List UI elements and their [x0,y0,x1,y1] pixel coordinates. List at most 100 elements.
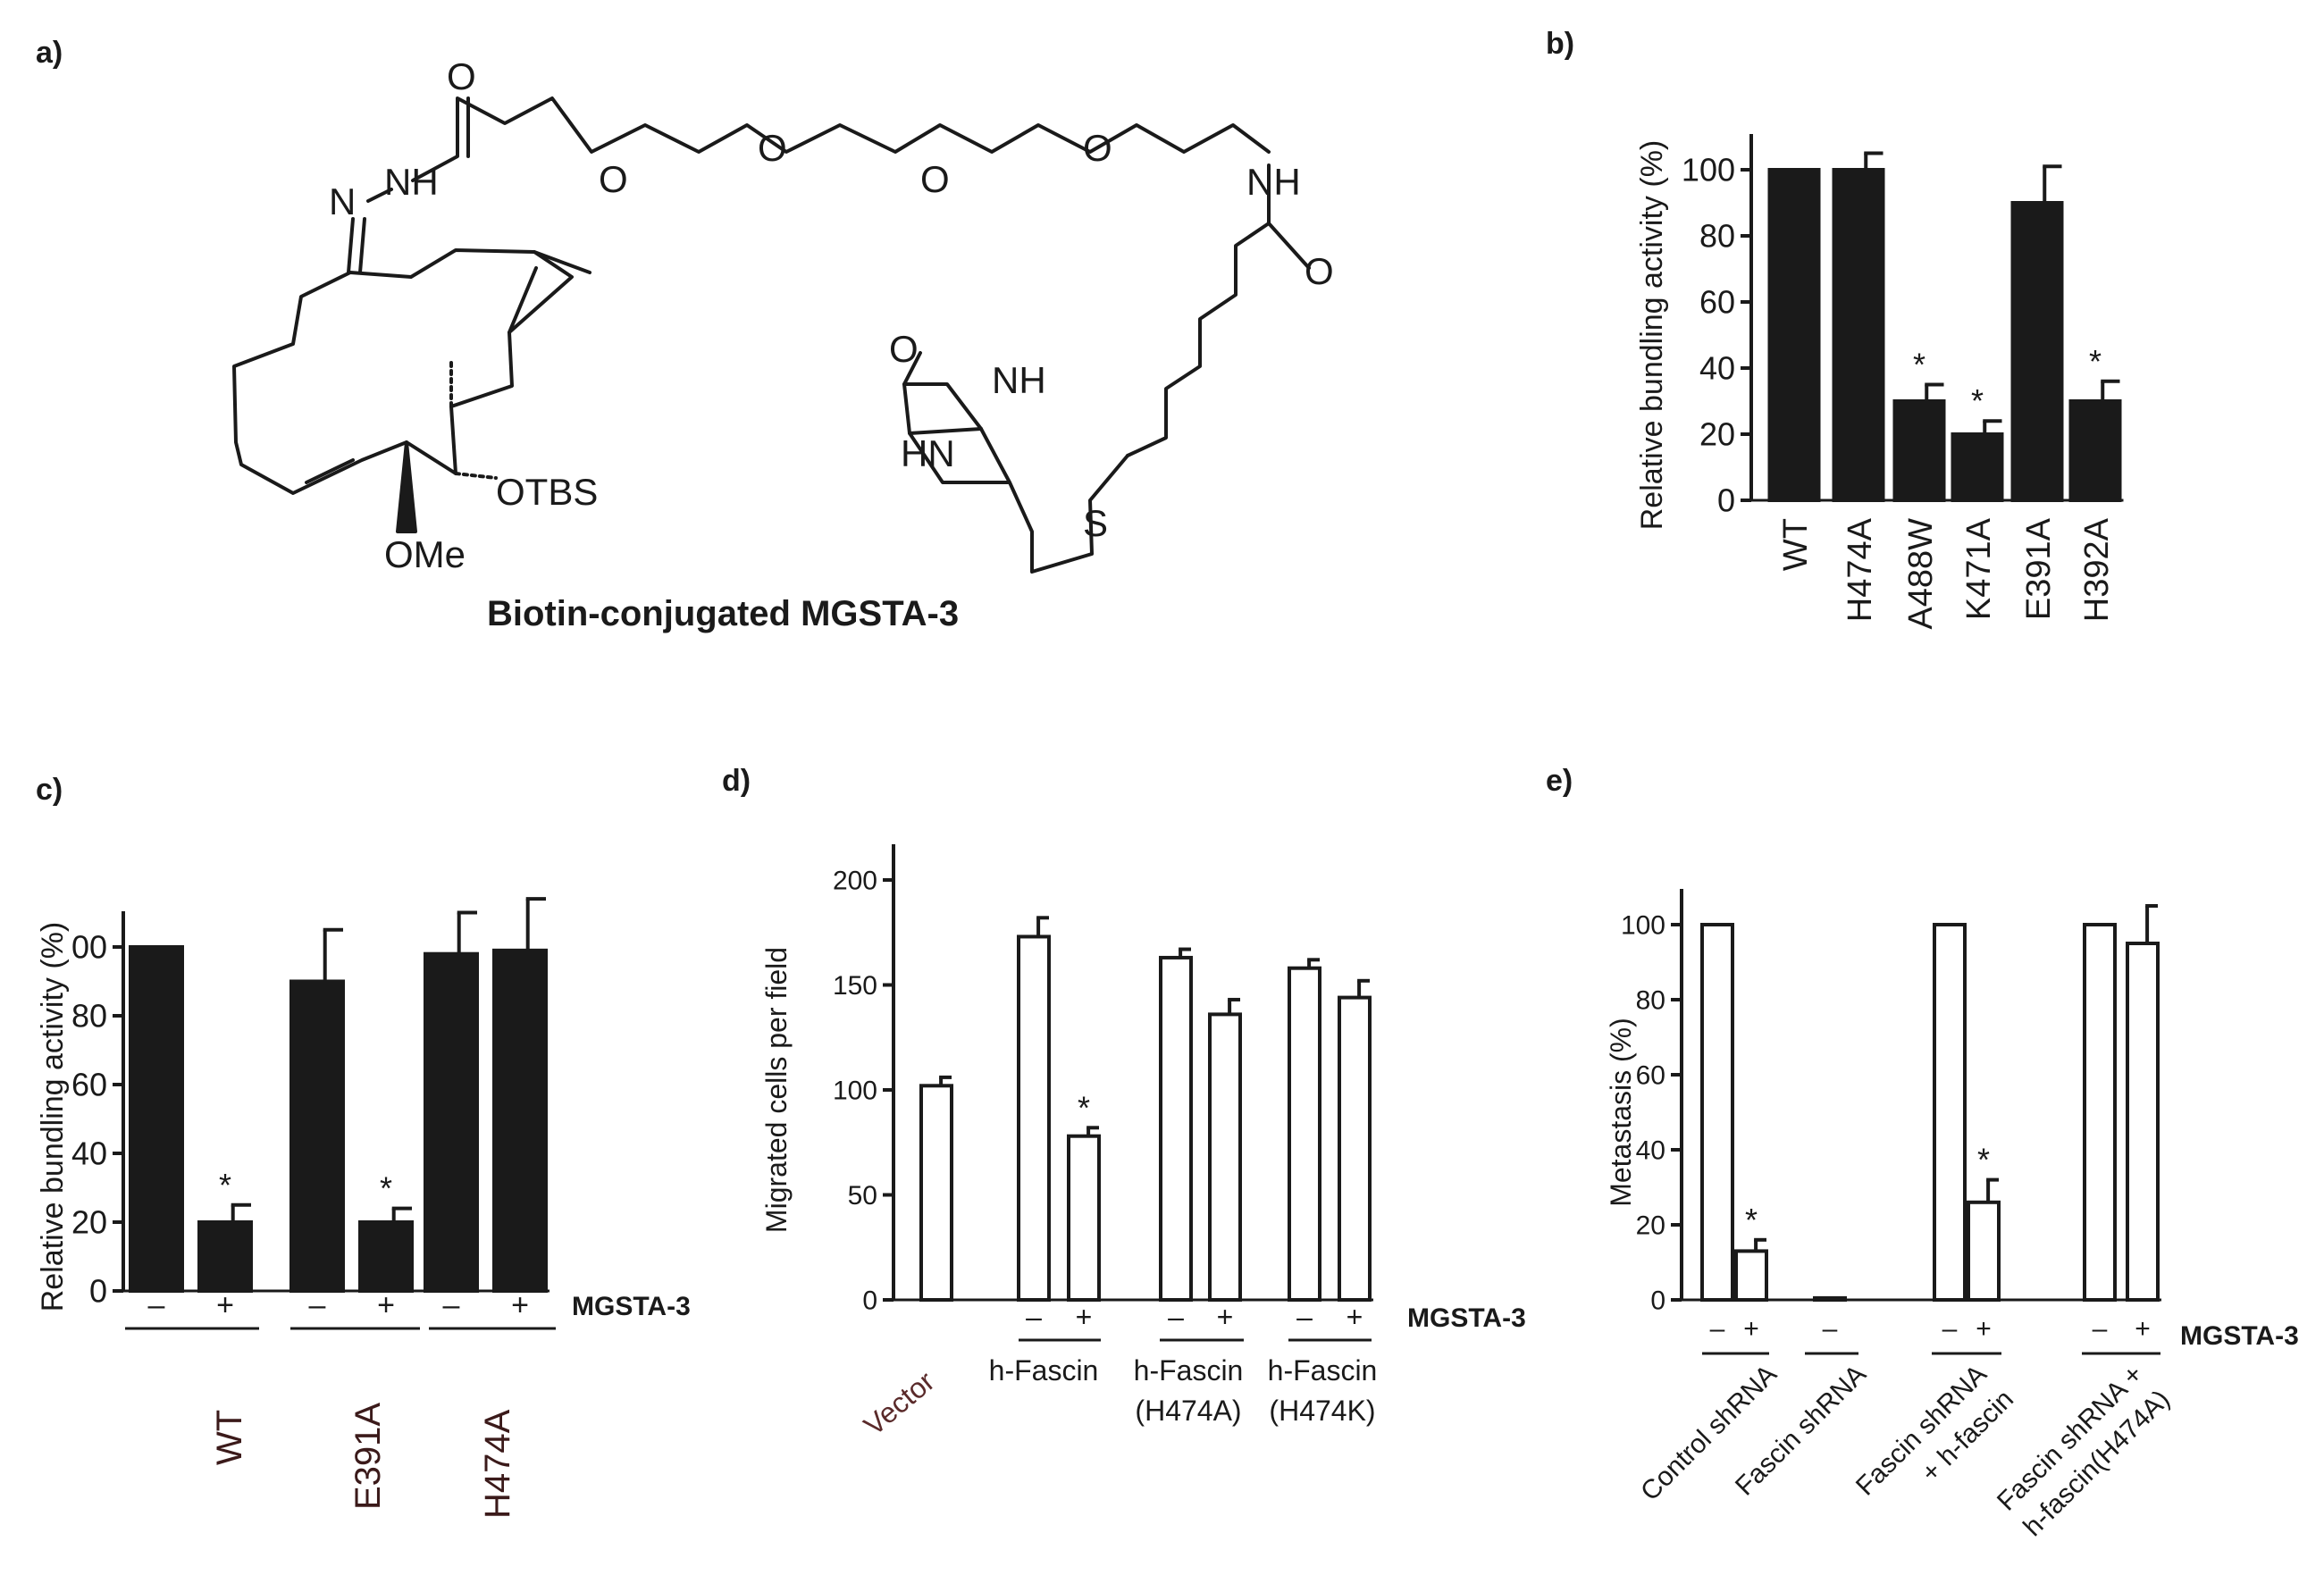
y-axis-title: Relative bundling activity (%) [36,922,70,1312]
biotin-chain [1126,163,1271,457]
y-tick-label: 80 [71,998,107,1035]
group-label: (H474K) [1269,1395,1375,1427]
category-label: H392A [2078,517,2116,622]
bar [919,1084,953,1303]
category-label: E391A [2020,517,2058,620]
treatment-sign: – [1942,1314,1958,1344]
significance-marker: * [1078,1089,1090,1126]
panel-c-group-labels: WT E391A H474A [210,1403,517,1519]
panel-d-group-labels: Vector h-Fascin h-Fascin (H474A) h-Fasci… [858,1354,1377,1442]
treatment-label: MGSTA-3 [1407,1303,1526,1333]
significance-marker: * [2089,343,2102,380]
methyl-branch [533,250,591,274]
category-label: WT [1777,518,1815,571]
significance-marker: * [1913,347,1925,383]
panel-label-b: b) [1546,27,1574,61]
significance-marker: * [1971,382,1984,419]
treatment-sign: – [1026,1301,1042,1333]
atom-nh-hydrazone: NH [384,161,439,203]
y-tick-label: 60 [71,1067,107,1103]
treatment-label: MGSTA-3 [2180,1321,2299,1351]
y-axis-title: Migrated cells per field [760,947,793,1233]
panel-d-treatment: – + – + – + MGSTA-3 [1026,1301,1526,1333]
atom-nh-amide: NH [1246,161,1301,203]
treatment-sign: – [2093,1314,2108,1344]
group-label: h-Fascin [1134,1354,1244,1387]
significance-marker: * [1977,1142,1990,1178]
urea-carbon-link [908,427,983,435]
y-tick-label: 60 [1699,284,1735,321]
bar [358,1220,414,1293]
y-axis-title: Metastasis (%) [1605,1018,1637,1207]
structure-caption: Biotin-conjugated MGSTA-3 [487,594,959,633]
bar [1067,1134,1101,1302]
y-tick-label: 0 [1717,482,1735,519]
macro-alkene-inner [508,266,538,334]
y-tick-label: 100 [1621,911,1665,941]
group-label: h-Fascin [1268,1354,1378,1387]
y-tick-label: 00 [71,929,107,966]
panel-label-a: a) [36,36,63,70]
bar [1734,1249,1768,1303]
bar [2010,201,2064,502]
y-tick-label: 0 [89,1273,107,1310]
treatment-sign: + [1976,1314,1992,1344]
category-label: K471A [1960,517,1998,620]
treatment-sign: + [1076,1301,1093,1333]
y-tick-label: 40 [1699,350,1735,387]
group-label: WT [210,1410,249,1465]
bar [1951,432,2004,502]
atom-o-ether-1: O [599,158,628,200]
atom-o-ether-4: O [1083,127,1112,169]
y-tick-label: 50 [848,1181,877,1211]
bar [197,1220,253,1293]
imine-bond-2 [358,217,366,274]
treatment-sign: + [1347,1301,1363,1333]
y-tick-label: 20 [1636,1211,1665,1241]
atom-ome: OMe [384,533,466,575]
bar [1700,923,1734,1302]
bar [1288,966,1321,1302]
urea-double-bond [902,351,922,386]
bar [492,948,548,1293]
bar [2068,399,2122,502]
y-tick-label: 200 [833,867,877,896]
bar [2126,942,2160,1302]
n-n-bond [366,188,393,203]
treatment-sign: – [309,1288,326,1322]
group-label: (H474A) [1135,1395,1241,1427]
atom-n-imine: N [329,180,356,222]
treatment-sign: + [1217,1301,1234,1333]
bar [1967,1200,2001,1303]
bar [1159,955,1193,1302]
group-label: E391A [348,1403,388,1510]
macro-alkene-inner-2 [305,458,355,484]
y-tick-label: 150 [833,971,877,1001]
y-tick-label: 60 [1636,1061,1665,1091]
y-axis-title: Relative bundling activity (%) [1635,140,1669,531]
bar [1338,995,1372,1302]
atom-otbs: OTBS [496,471,598,513]
atom-o-amide: O [1305,250,1334,292]
treatment-sign: – [443,1288,460,1322]
treatment-sign: + [216,1288,234,1322]
bar [1208,1012,1242,1303]
category-label: H474A [1842,517,1879,622]
panel-label-e: e) [1546,764,1573,798]
peg-chain-bond [411,96,1271,182]
bar [1933,923,1967,1302]
y-tick-label: 20 [71,1204,107,1241]
treatment-sign: + [1743,1314,1759,1344]
atom-hn-urea: HN [901,432,955,474]
bar [424,951,479,1293]
macrocycle-ring [232,248,574,495]
y-tick-label: 80 [1636,986,1665,1016]
significance-marker: * [1745,1202,1758,1238]
biotin-rings [902,382,1129,574]
bar [2083,923,2117,1302]
y-tick-label: 40 [1636,1136,1665,1166]
